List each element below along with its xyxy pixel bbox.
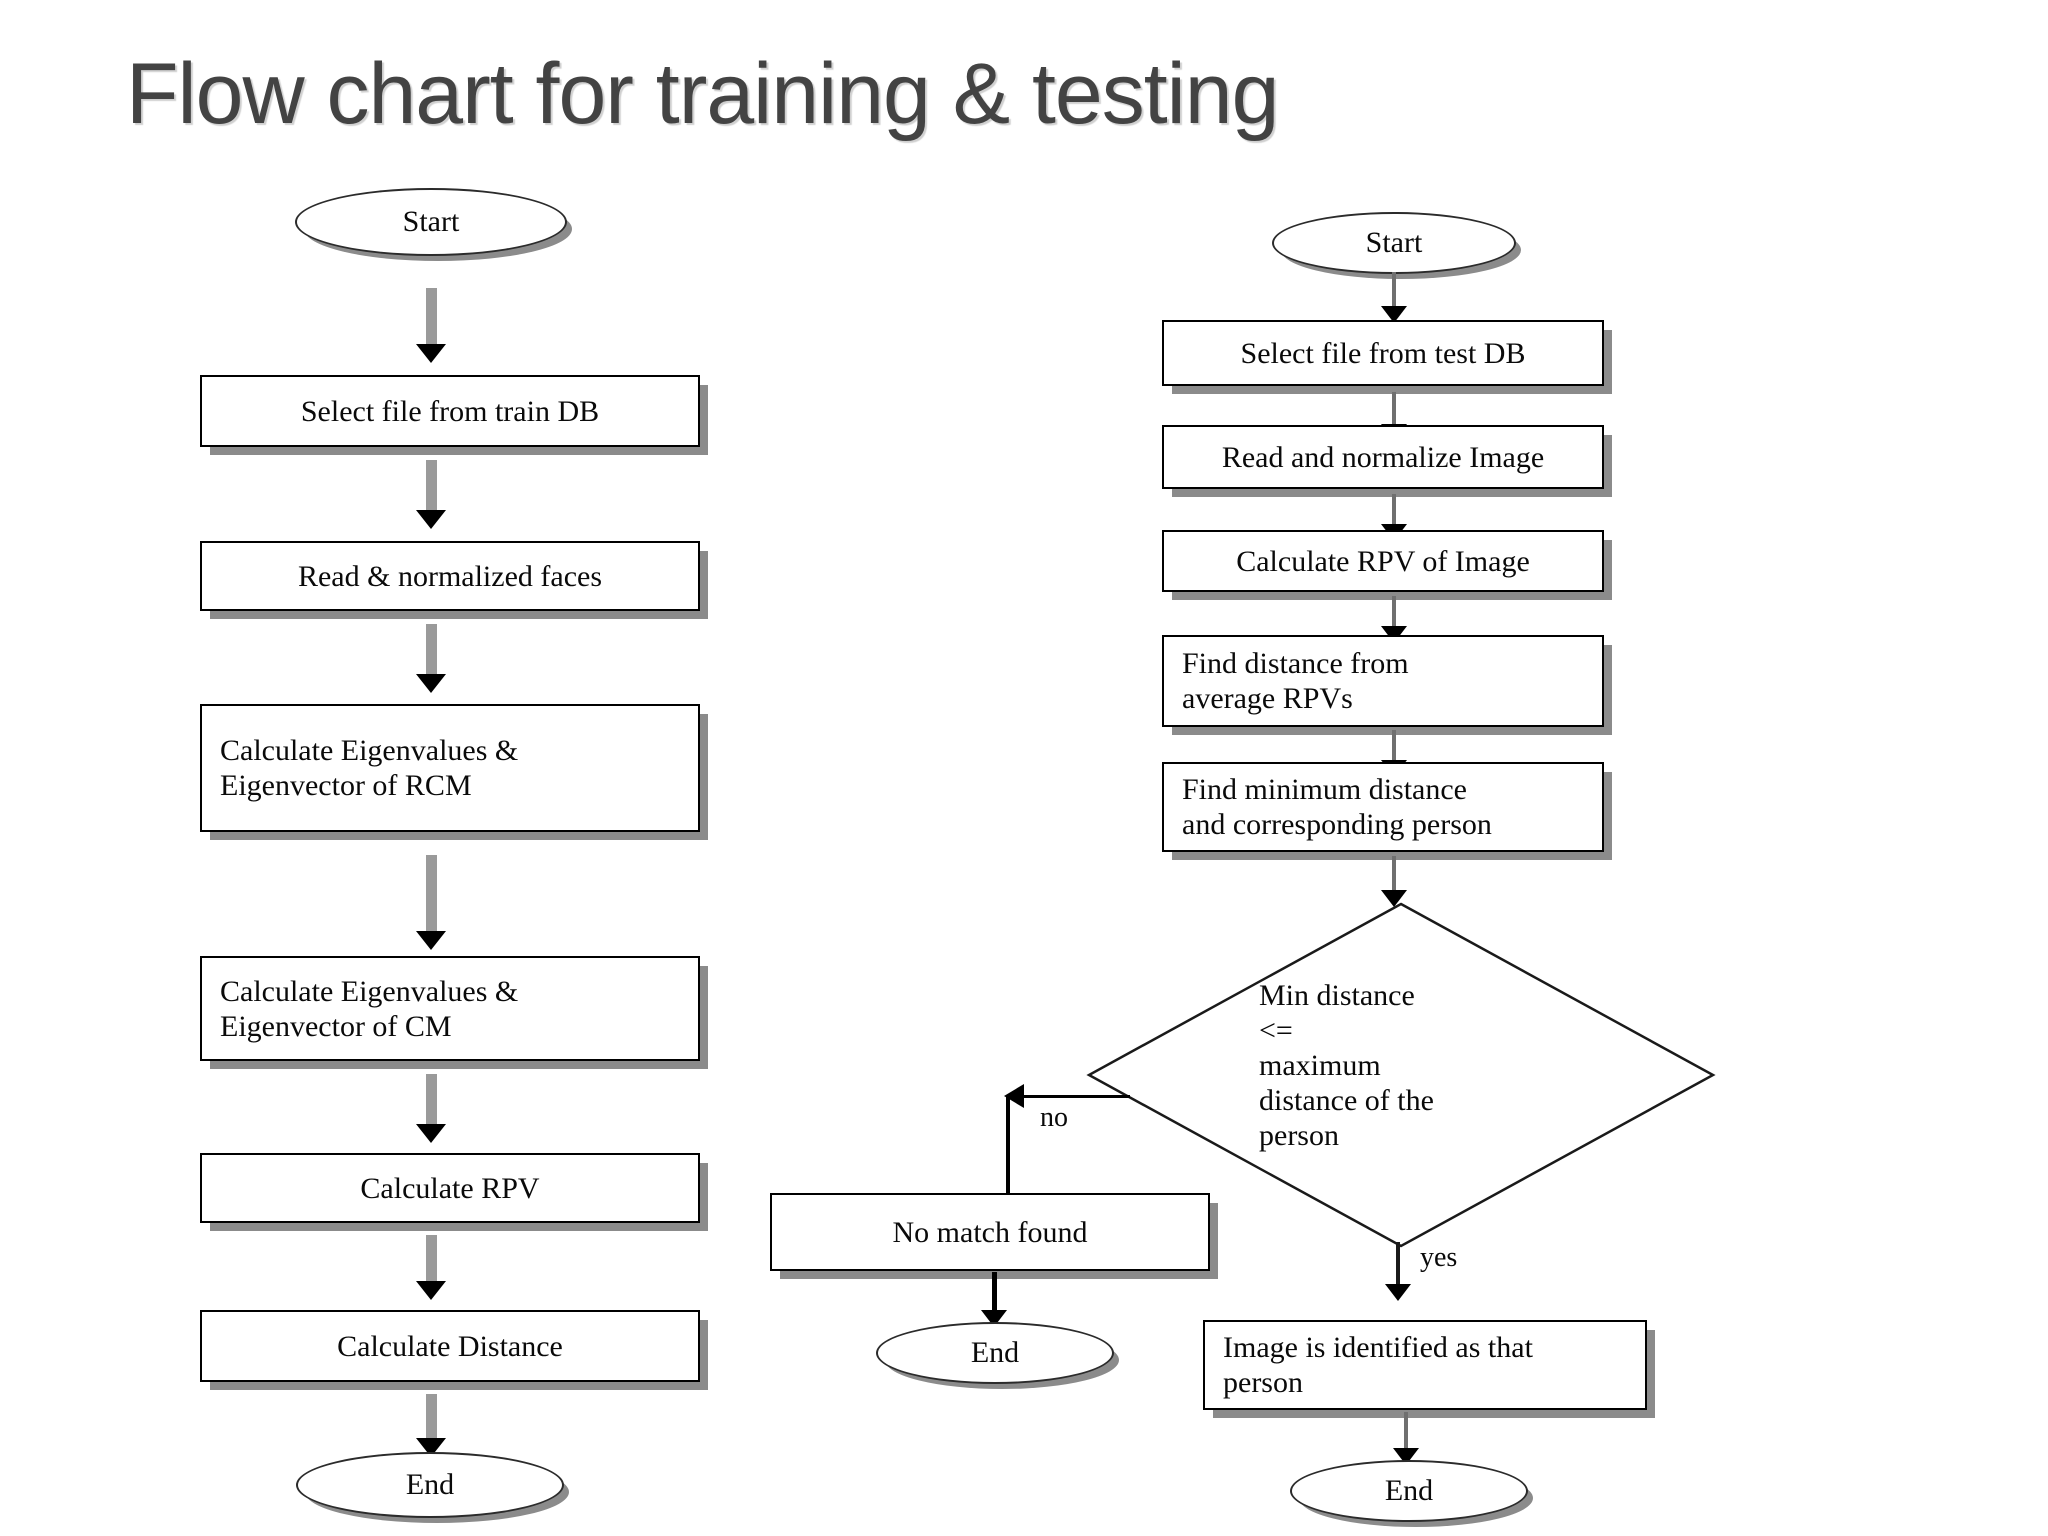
arrow-shaft	[425, 1074, 437, 1126]
arrow-shaft	[1392, 596, 1396, 630]
node-label: End	[1384, 1474, 1434, 1507]
node-label: End	[970, 1336, 1020, 1369]
arrow-training-start-to-select	[401, 288, 461, 366]
arrow-yes-branch	[1378, 1242, 1418, 1304]
connector-horizontal-segment	[1022, 1095, 1130, 1098]
arrow-read-faces-to-eigen-rcm	[401, 624, 461, 696]
arrow-shaft	[1392, 272, 1396, 310]
node-calculate-eigen-cm: Calculate Eigenvalues & Eigenvector of C…	[200, 956, 700, 1061]
arrow-head-icon	[1381, 890, 1407, 907]
arrow-eigen-cm-to-calculate-rpv	[401, 1074, 461, 1146]
node-select-file-test-db: Select file from test DB	[1162, 320, 1604, 386]
connector-vertical-segment	[1006, 1097, 1010, 1205]
arrow-no-match-to-end	[974, 1272, 1014, 1328]
edge-label-no: no	[1040, 1102, 1068, 1133]
node-label: Select file from test DB	[1240, 336, 1526, 370]
node-end-identified: End	[1290, 1460, 1528, 1522]
node-read-normalize-image: Read and normalize Image	[1162, 425, 1604, 489]
arrow-shaft	[425, 460, 437, 512]
arrow-shaft	[425, 1235, 437, 1283]
node-end-no-match: End	[876, 1322, 1114, 1384]
arrow-head-icon	[1385, 1284, 1411, 1301]
page-title: Flow chart for training & testing	[126, 46, 1279, 142]
node-label: Min distance <= maximum distance of the …	[1259, 979, 1434, 1152]
node-image-identified: Image is identified as that person	[1203, 1320, 1647, 1410]
node-find-distance-average-rpvs: Find distance from average RPVs	[1162, 635, 1604, 727]
node-find-minimum-distance: Find minimum distance and corresponding …	[1162, 762, 1604, 852]
node-label: Read and normalize Image	[1221, 440, 1545, 474]
arrow-shaft	[1404, 1412, 1408, 1452]
node-read-normalized-faces: Read & normalized faces	[200, 541, 700, 611]
node-label: Calculate Eigenvalues & Eigenvector of C…	[220, 974, 519, 1043]
node-label: Select file from train DB	[300, 394, 600, 428]
arrow-shaft	[991, 1272, 997, 1314]
arrow-head-icon	[416, 510, 446, 529]
node-label: Image is identified as that person	[1223, 1331, 1533, 1399]
arrow-shaft	[1392, 392, 1396, 428]
node-training-start: Start	[295, 188, 567, 256]
arrow-rpv-to-distance	[401, 1235, 461, 1303]
node-no-match-found: No match found	[770, 1193, 1210, 1271]
node-label: Start	[1365, 226, 1423, 259]
arrow-head-icon	[416, 1281, 446, 1300]
node-label: Calculate Distance	[337, 1329, 563, 1363]
diamond-shape-icon	[1086, 902, 1716, 1248]
node-label: Read & normalized faces	[297, 559, 603, 593]
node-label: Find distance from average RPVs	[1182, 647, 1409, 715]
arrow-head-icon	[416, 1124, 446, 1143]
arrow-shaft	[1392, 856, 1396, 894]
arrow-testing-start-to-select	[1366, 272, 1422, 324]
node-label: End	[405, 1468, 455, 1501]
node-testing-start: Start	[1272, 212, 1516, 274]
node-select-file-train-db: Select file from train DB	[200, 375, 700, 447]
arrow-eigen-rcm-to-eigen-cm	[401, 855, 461, 953]
arrow-head-icon	[416, 931, 446, 950]
node-label: Start	[402, 205, 460, 238]
arrow-shaft	[1392, 494, 1396, 528]
node-calculate-eigen-rcm: Calculate Eigenvalues & Eigenvector of R…	[200, 704, 700, 832]
arrow-head-icon	[416, 344, 446, 363]
node-training-end: End	[296, 1452, 564, 1518]
node-decision-min-distance: Min distance <= maximum distance of the …	[1085, 900, 1717, 1250]
arrow-find-min-to-decision	[1366, 856, 1422, 908]
node-label: Calculate RPV	[360, 1171, 540, 1205]
arrow-shaft	[425, 288, 437, 346]
arrow-head-icon	[416, 674, 446, 693]
node-calculate-distance: Calculate Distance	[200, 1310, 700, 1382]
node-label: No match found	[892, 1215, 1088, 1249]
arrow-identified-to-end	[1386, 1412, 1426, 1466]
node-label: Find minimum distance and corresponding …	[1182, 773, 1492, 841]
arrow-shaft	[425, 855, 437, 933]
node-label: Calculate Eigenvalues & Eigenvector of R…	[220, 734, 519, 802]
arrow-select-to-read-faces	[401, 460, 461, 532]
arrow-shaft	[1396, 1242, 1400, 1288]
arrow-head-icon	[1381, 306, 1407, 323]
node-label: Calculate RPV of Image	[1236, 544, 1530, 578]
arrow-shaft	[425, 624, 437, 676]
arrow-shaft	[1392, 730, 1396, 764]
arrow-distance-to-training-end	[401, 1394, 461, 1460]
node-calculate-rpv-of-image: Calculate RPV of Image	[1162, 530, 1604, 592]
node-calculate-rpv: Calculate RPV	[200, 1153, 700, 1223]
edge-label-yes: yes	[1420, 1242, 1458, 1273]
arrow-shaft	[425, 1394, 437, 1440]
